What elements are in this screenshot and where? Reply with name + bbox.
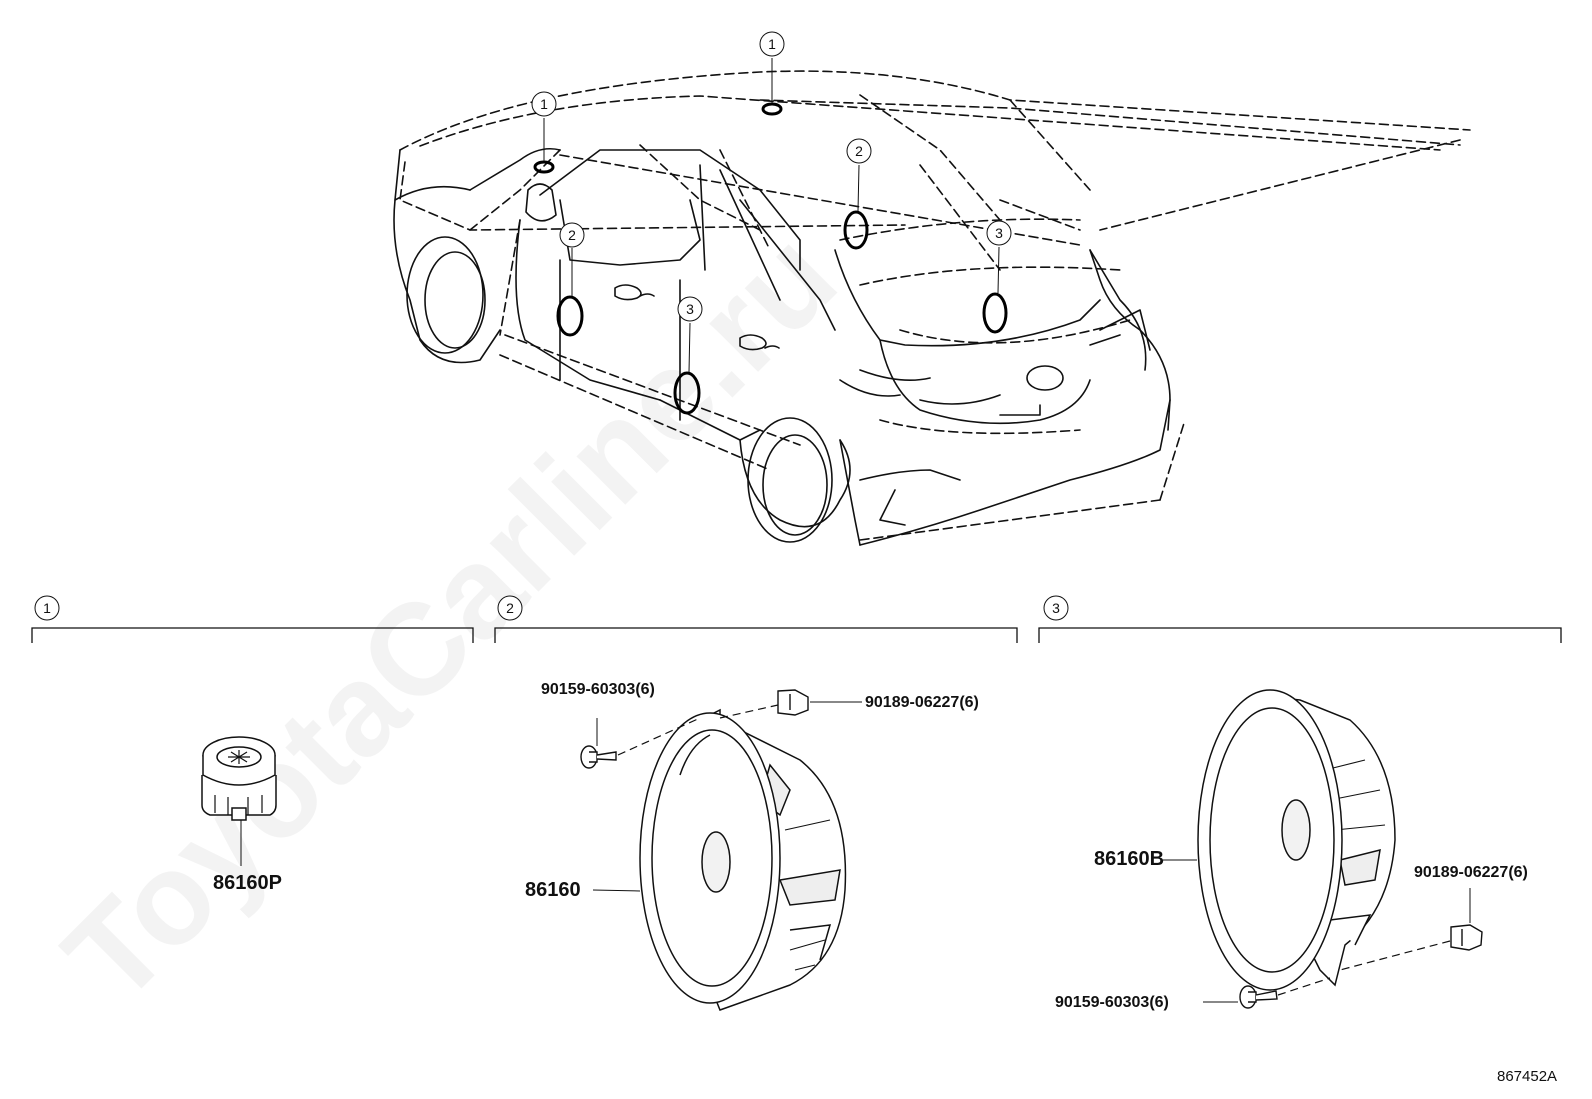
- callout-2-right: 2: [855, 143, 863, 159]
- diagram-code: 867452A: [1497, 1068, 1557, 1085]
- rear-speaker-part: [1197, 689, 1396, 991]
- callout-3-right: 3: [995, 225, 1003, 241]
- rear-clip-part: [1450, 924, 1483, 951]
- tweeter-marker-right: [761, 102, 783, 116]
- rear-screw-part: [1239, 985, 1278, 1009]
- part-number-front-clip: 90189-06227(6): [865, 694, 979, 711]
- callout-3-left: 3: [686, 301, 694, 317]
- section-1-callout: 1: [43, 600, 51, 616]
- part-number-86160P: 86160P: [213, 872, 282, 894]
- front-speaker-marker-right: [843, 210, 869, 250]
- part-number-rear-screw: 90159-60303(6): [1055, 994, 1169, 1011]
- front-speaker-marker-left: [556, 295, 584, 337]
- front-speaker-part: [639, 708, 847, 1011]
- car-callouts: [543, 58, 1000, 373]
- section-3-callout: 3: [1052, 600, 1060, 616]
- callout-1-left: 1: [540, 96, 548, 112]
- rear-speaker-marker-left: [673, 371, 701, 415]
- part-number-front-screw: 90159-60303(6): [541, 681, 655, 698]
- car-speaker-markers: [533, 102, 1008, 415]
- section-brackets: [31, 627, 1562, 643]
- part-number-rear-clip: 90189-06227(6): [1414, 864, 1528, 881]
- car-illustration: [393, 70, 1471, 546]
- callout-1-right: 1: [768, 36, 776, 52]
- part-number-86160: 86160: [525, 879, 581, 901]
- rear-speaker-marker-right: [982, 292, 1008, 334]
- section-2-callout: 2: [506, 600, 514, 616]
- front-clip-part: [777, 689, 809, 716]
- part-number-86160B: 86160B: [1094, 848, 1164, 870]
- tweeter-part: [201, 736, 277, 821]
- front-screw-part: [580, 745, 617, 769]
- tweeter-marker-left: [533, 160, 555, 174]
- callout-2-left: 2: [568, 227, 576, 243]
